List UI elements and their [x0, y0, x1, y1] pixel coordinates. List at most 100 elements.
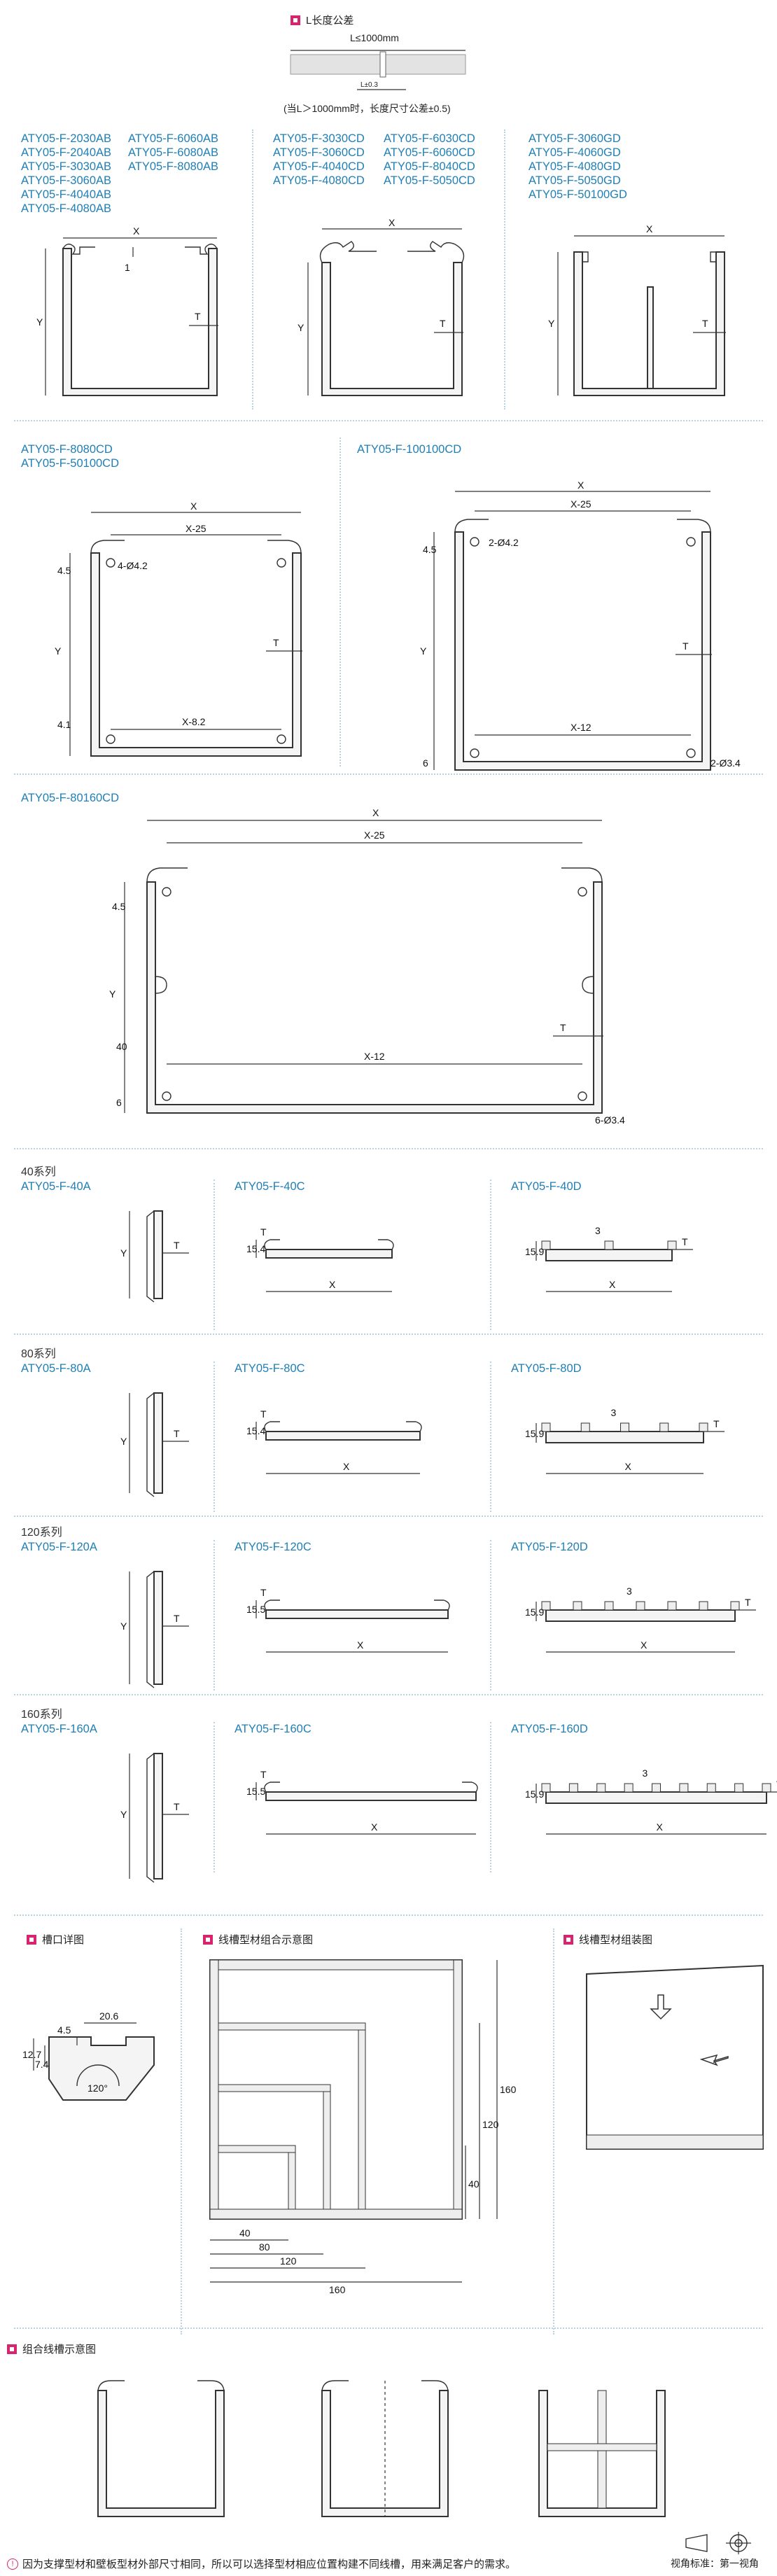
dim-t: T [440, 318, 446, 329]
divider [214, 1540, 215, 1690]
group-ab-models-1: ATY05-F-2030AB ATY05-F-2040AB ATY05-F-30… [21, 132, 112, 215]
dim-160: 160 [329, 2284, 346, 2295]
series-model-c: ATY05-F-80C [234, 1362, 305, 1375]
dim-x25: X-25 [570, 498, 592, 510]
profile-gd-drawing: X Y T [548, 223, 726, 396]
dim-hole6: 6-Ø3.4 [595, 1114, 625, 1126]
dim-t: T [745, 1597, 751, 1608]
dim-x82: X-8.2 [182, 716, 206, 727]
dim-120-v: 120 [482, 2119, 499, 2130]
dim-74: 7.4 [35, 2059, 49, 2070]
first-angle-icon [685, 2532, 751, 2554]
series-model-c: ATY05-F-160C [234, 1723, 312, 1735]
dim-hole4: 4-Ø4.2 [118, 560, 148, 571]
dim-t: T [273, 637, 279, 648]
profile-cd100-drawing: X X-25 X-12 Y T 4.5 6 2-Ø4.2 2-Ø3.4 [420, 479, 741, 771]
dim-x: X [388, 217, 396, 228]
divider [490, 1180, 491, 1330]
profile-cd160-drawing: X X-25 X-12 Y T 4.5 40 6 6-Ø3.4 [109, 807, 625, 1126]
dim-t: T [713, 1418, 720, 1429]
slot-detail-drawing: 20.6 4.5 12.7 7.4 120° [22, 2010, 155, 2101]
group-cd160-models: ATY05-F-80160CD [21, 792, 120, 804]
dim-x: X [343, 1461, 350, 1472]
dim-height: 15.5 [246, 1786, 265, 1797]
dim-t: T [174, 1428, 180, 1439]
profile-cd-drawing: X Y T [298, 217, 465, 396]
assembly-heading: 线槽型材组装图 [564, 1932, 652, 1947]
divider [340, 438, 341, 766]
dim-t: T [195, 311, 201, 322]
series-c-drawing: X 15.5 T [246, 1587, 450, 1653]
series-model-a: ATY05-F-120A [21, 1541, 97, 1553]
tolerance-note: (当L＞1000mm时，长度尺寸公差±0.5) [284, 103, 451, 114]
combo-title: 线槽型材组合示意图 [218, 1934, 314, 1946]
series-model-a: ATY05-F-80A [21, 1362, 91, 1375]
dim-one: 1 [125, 262, 130, 273]
dim-y: Y [120, 1620, 127, 1632]
dim-t: T [702, 318, 708, 329]
dim-t: T [174, 1240, 180, 1251]
series-a-drawing: Y T [120, 1210, 189, 1303]
series-title: 160系列 [21, 1709, 62, 1721]
dim-t: T [174, 1613, 180, 1624]
tolerance-bottom-label: L±0.3 [360, 81, 378, 89]
dim-80: 80 [259, 2241, 270, 2253]
dim-3: 3 [611, 1407, 617, 1418]
dim-t: T [260, 1587, 267, 1598]
dim-hole23: 2-Ø3.4 [710, 757, 741, 769]
dim-x: X [657, 1821, 664, 1833]
assembly-drawing [586, 1964, 764, 2150]
series-model-d: ATY05-F-160D [511, 1723, 588, 1735]
series-d-drawing: X 15.9 3 T [525, 1225, 693, 1292]
divider [14, 1914, 763, 1916]
slot-detail-title: 槽口详图 [42, 1934, 85, 1946]
series-d-drawing: X 15.9 3 T [525, 1768, 777, 1835]
divider [490, 1362, 491, 1512]
dim-x12: X-12 [570, 722, 592, 733]
divider [14, 1694, 763, 1695]
dim-x25: X-25 [364, 830, 385, 841]
profile-ab-drawing: X Y 1 T [36, 225, 218, 396]
series-d-drawing: X 15.9 3 T [525, 1407, 724, 1474]
dim-t: T [260, 1769, 267, 1780]
divider [553, 1928, 554, 2334]
dim-x: X [609, 1279, 616, 1290]
series-c-drawing: X 15.4 T [246, 1408, 422, 1474]
dim-x: X [372, 807, 379, 818]
dim-h45: 4.5 [112, 901, 126, 912]
slot-detail-heading: 槽口详图 [27, 1932, 84, 1947]
dim-y: Y [548, 318, 555, 329]
series-a-drawing: Y T [120, 1571, 189, 1688]
series-model-c: ATY05-F-40C [234, 1180, 305, 1193]
divider [504, 130, 505, 410]
dim-206: 20.6 [99, 2010, 118, 2022]
divider [14, 1148, 763, 1149]
dim-x: X [625, 1461, 632, 1472]
tolerance-top-label: L≤1000mm [350, 32, 399, 43]
dim-height: 15.5 [246, 1604, 265, 1615]
series-model-a: ATY05-F-40A [21, 1180, 91, 1193]
dim-y: Y [36, 316, 43, 328]
series-a-drawing: Y T [120, 1392, 189, 1497]
dim-x12: X-12 [364, 1051, 385, 1062]
group-cd80-models: ATY05-F-8080CD ATY05-F-50100CD [21, 443, 120, 470]
dim-y: Y [120, 1809, 127, 1820]
dim-y: Y [120, 1436, 127, 1447]
dim-120deg: 120° [88, 2082, 108, 2094]
series-model-a: ATY05-F-160A [21, 1723, 97, 1735]
group-ab-models-2: ATY05-F-6060AB ATY05-F-6080AB ATY05-F-80… [128, 132, 219, 173]
dim-x: X [133, 225, 140, 237]
dim-159: 15.9 [525, 1246, 544, 1257]
section-badge-icon [564, 1934, 573, 1945]
dim-160-v: 160 [500, 2084, 517, 2095]
dim-x25: X-25 [186, 523, 206, 534]
dim-3: 3 [643, 1768, 648, 1779]
divider [214, 1362, 215, 1512]
dim-x: X [190, 500, 197, 512]
view-standard: 视角标准：第一视角 [671, 2558, 759, 2569]
group-gd-models: ATY05-F-3060GD ATY05-F-4060GD ATY05-F-40… [528, 132, 627, 201]
dim-x: X [640, 1639, 648, 1651]
dim-h40: 40 [116, 1041, 127, 1052]
group-cd100-models: ATY05-F-100100CD [357, 443, 462, 456]
section-badge-icon [27, 1934, 36, 1945]
